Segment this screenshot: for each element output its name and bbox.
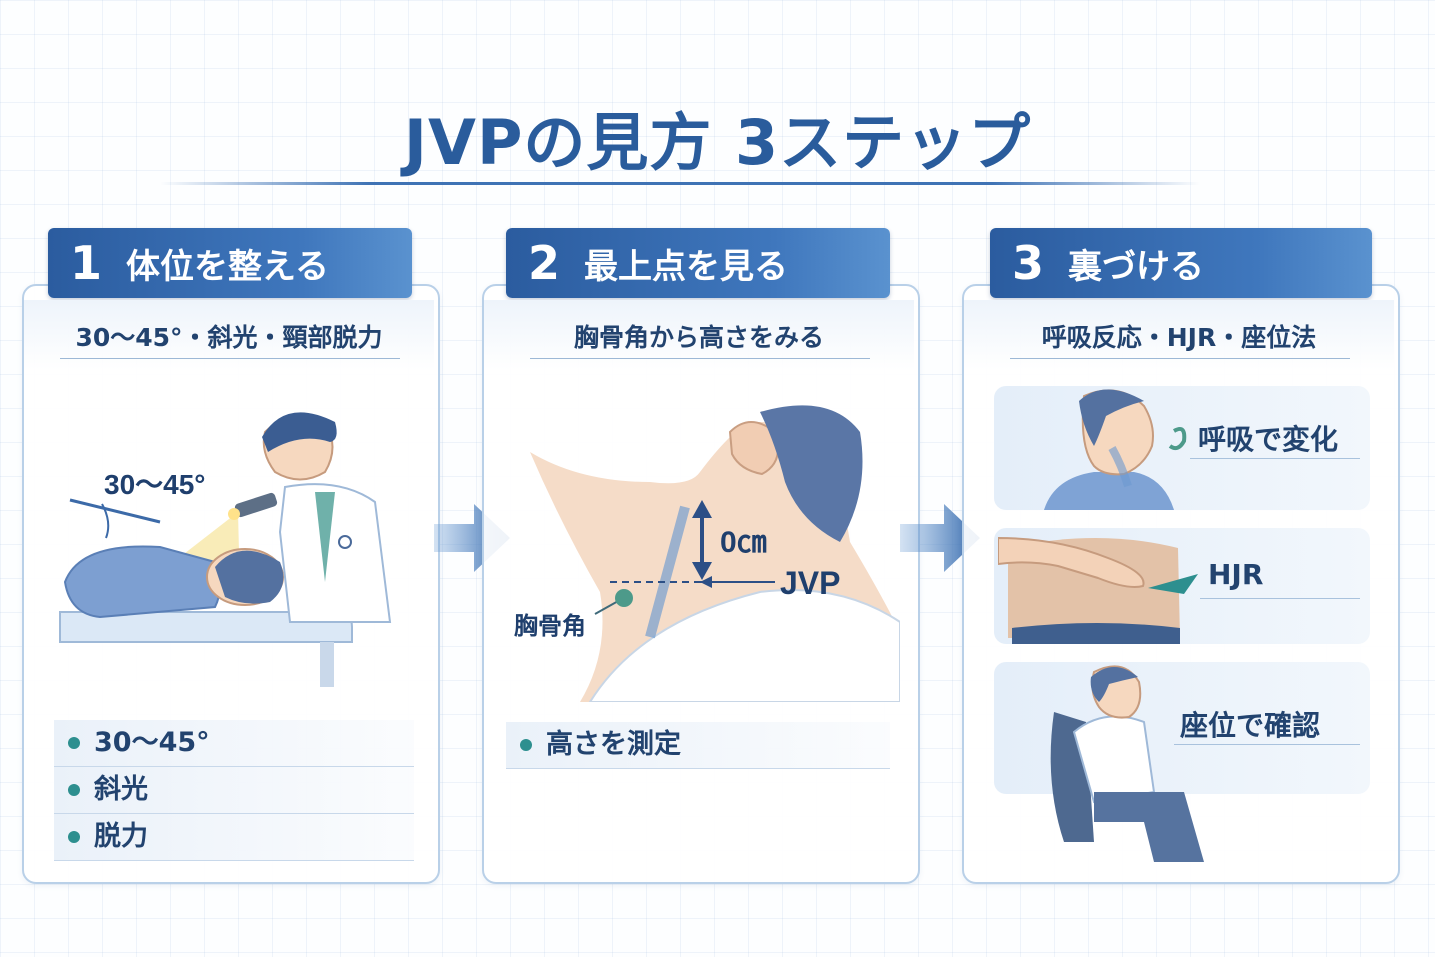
list-item: 脱力 xyxy=(54,814,414,861)
list-item: 30～45° xyxy=(54,720,414,767)
step-1-number: 1 xyxy=(70,236,103,290)
breathing-label: 呼吸で変化 xyxy=(1198,423,1339,456)
breathing-card: 呼吸で変化 xyxy=(994,386,1370,510)
list-item: 高さを測定 xyxy=(506,722,890,769)
step-2-bullet-list: 高さを測定 xyxy=(506,722,890,769)
page-title: JVPの見方 3ステップ xyxy=(403,106,1032,179)
title-divider xyxy=(160,182,1200,185)
neck-jvp-illustration: 0㎝ JVP 胸骨角 xyxy=(514,405,900,702)
jvp-label: JVP xyxy=(780,565,840,601)
positioning-illustration: 30～45° xyxy=(59,412,392,687)
arrow-right-icon xyxy=(900,504,980,572)
hjr-label: HJR xyxy=(1208,558,1264,591)
step-1-label: 体位を整える xyxy=(126,246,329,287)
step-3-label: 裏づける xyxy=(1068,246,1204,287)
breathing-illustration xyxy=(1044,389,1187,510)
step-1-subtitle-rule xyxy=(60,358,400,359)
step-3-subtitle: 呼吸反応・HJR・座位法 xyxy=(1041,323,1317,352)
step-2-subtitle: 胸骨角から高さをみる xyxy=(573,323,824,352)
breathing-rule xyxy=(1190,458,1360,459)
abdominal-pressure-illustration xyxy=(998,536,1198,644)
step-3-number: 3 xyxy=(1012,236,1045,290)
step-2-tab: 2 最上点を見る xyxy=(506,228,890,298)
step-3-subtitle-rule xyxy=(1010,358,1350,359)
sitting-illustration xyxy=(1050,665,1204,862)
angle-label: 30～45° xyxy=(104,469,206,500)
sitting-rule xyxy=(1174,744,1360,745)
sternal-angle-label: 胸骨角 xyxy=(514,612,586,640)
step-1-tab: 1 体位を整える xyxy=(48,228,412,298)
hjr-card: HJR xyxy=(994,528,1370,644)
step-2-number: 2 xyxy=(528,236,561,290)
step-1-bullet-list: 30～45° 斜光 脱力 xyxy=(54,720,414,861)
step-3-tab: 3 裏づける xyxy=(990,228,1372,298)
list-item: 斜光 xyxy=(54,767,414,814)
step-1-subtitle: 30～45°・斜光・頸部脱力 xyxy=(75,323,383,352)
hjr-rule xyxy=(1200,598,1360,599)
step-2-subtitle-rule xyxy=(530,358,870,359)
step-2-label: 最上点を見る xyxy=(584,246,788,287)
sitting-card: 座位で確認 xyxy=(994,662,1370,862)
sitting-label: 座位で確認 xyxy=(1180,709,1321,742)
height-label: 0㎝ xyxy=(720,526,767,559)
